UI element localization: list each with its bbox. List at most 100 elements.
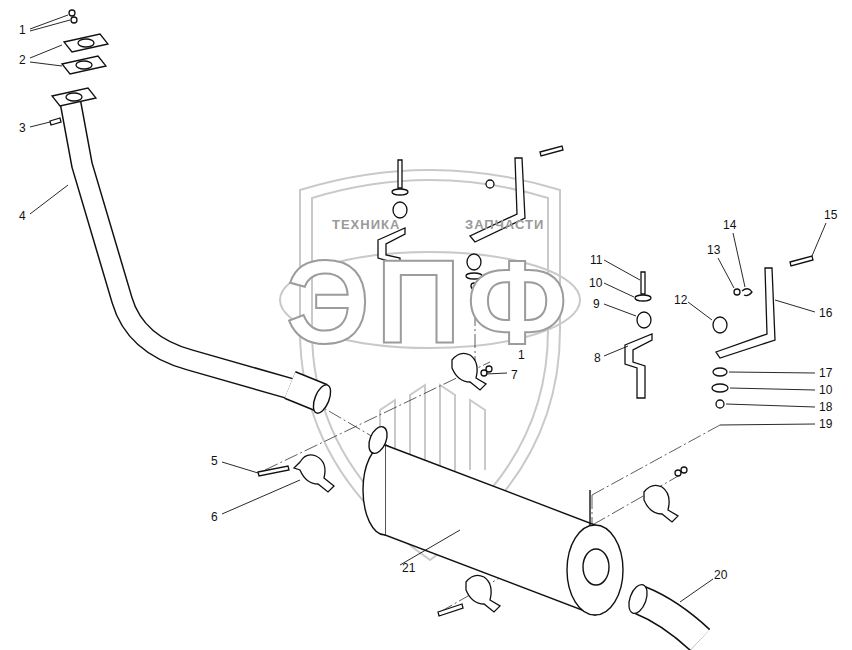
- watermark-logo: ЭПФ: [286, 243, 573, 361]
- flange-gasket: [78, 39, 94, 47]
- mount-bracket: [398, 160, 402, 188]
- muffler: [567, 525, 623, 615]
- callout-number: 7: [511, 369, 518, 381]
- flange-gasket: [50, 118, 61, 125]
- mount-bracket: [540, 146, 563, 156]
- callout-number: 1: [19, 24, 26, 36]
- leader-line: [733, 233, 745, 287]
- leader-line: [486, 373, 507, 374]
- mount-bracket: [716, 268, 775, 358]
- mount-bracket: [716, 400, 724, 408]
- callout-number: 16: [819, 307, 832, 319]
- tailpipe: [625, 582, 650, 616]
- muffler: [589, 490, 590, 525]
- mount-bracket: [625, 256, 813, 408]
- callout-number: 4: [19, 210, 26, 222]
- mount-bracket: [625, 334, 652, 398]
- mount-bracket: [712, 384, 728, 392]
- muffler: [385, 445, 595, 615]
- pipe-clamp: [481, 370, 487, 376]
- flange-gasket: [66, 93, 82, 101]
- leader-line: [688, 302, 712, 320]
- pipe-clamp: [644, 485, 678, 522]
- leader-line: [30, 45, 62, 58]
- tailpipe: [640, 600, 700, 640]
- leader-line: [400, 530, 460, 565]
- mount-bracket: [790, 256, 813, 266]
- leader-line: [812, 223, 826, 256]
- leader-line: [730, 388, 815, 390]
- muffler: [363, 445, 385, 535]
- pipe-clamp: [681, 467, 687, 473]
- pipe-clamp: [466, 575, 500, 612]
- exhaust-pipe: [70, 100, 295, 390]
- mount-bracket: [713, 317, 727, 333]
- leader-line: [729, 372, 815, 373]
- pipe-clamp: [258, 353, 687, 616]
- mount-bracket: [486, 180, 494, 188]
- mount-bracket: [635, 295, 651, 301]
- leader-line: [775, 300, 815, 312]
- callout-number: 11: [590, 254, 602, 266]
- muffler: [365, 424, 390, 456]
- callout-number: 18: [819, 401, 832, 413]
- exhaust-pipe: [70, 100, 295, 390]
- flange-gasket: [69, 10, 75, 16]
- callout-number: 9: [593, 298, 600, 310]
- callout-number: 6: [211, 511, 218, 523]
- muffler: [363, 424, 623, 615]
- flange-gasket: [76, 61, 92, 69]
- leader-line: [604, 260, 640, 280]
- leader-line: [680, 579, 713, 602]
- leader-line: [222, 462, 258, 473]
- centre-line: [592, 425, 720, 495]
- callout-number: 15: [824, 209, 837, 221]
- watermark-text: ТЕХНИКА: [332, 218, 400, 231]
- leader-line: [718, 258, 734, 288]
- tailpipe: [640, 600, 700, 640]
- callout-number: 10: [819, 384, 832, 396]
- mount-bracket: [393, 202, 407, 218]
- callout-number: 14: [723, 219, 736, 231]
- flange-gasket: [64, 34, 108, 52]
- leader-line: [604, 304, 636, 316]
- leader-line: [726, 404, 815, 407]
- leader-line: [30, 185, 68, 214]
- callout-number: 3: [19, 122, 26, 134]
- mount-bracket: [392, 189, 408, 195]
- exhaust-pipe: [310, 382, 334, 415]
- pipe-clamp: [438, 604, 463, 616]
- callout-number: 10: [589, 277, 602, 289]
- leader-line: [604, 283, 634, 297]
- flange-gasket: [50, 10, 108, 125]
- flange-gasket: [62, 56, 106, 74]
- callout-number: 13: [707, 244, 720, 256]
- mount-bracket: [734, 289, 740, 295]
- flange-gasket: [52, 88, 96, 106]
- callout-number: 5: [211, 455, 218, 467]
- pipe-clamp: [294, 455, 334, 492]
- leader-line: [604, 346, 628, 356]
- callout-number: 8: [594, 352, 601, 364]
- flange-gasket: [71, 17, 77, 23]
- mount-bracket: [641, 272, 645, 294]
- leader-line: [720, 424, 815, 425]
- callout-number: 12: [674, 294, 687, 306]
- leader-line: [30, 15, 826, 602]
- mount-bracket: [713, 368, 727, 376]
- pipe-clamp: [675, 470, 681, 476]
- mount-bracket: [742, 289, 752, 296]
- tailpipe: [625, 582, 700, 640]
- leader-line: [30, 20, 70, 31]
- callout-number: 2: [19, 54, 26, 66]
- pipe-clamp: [258, 466, 289, 476]
- leader-line: [30, 122, 50, 127]
- leader-line: [30, 62, 62, 66]
- watermark-text: ЗАПЧАСТИ: [465, 218, 544, 231]
- muffler: [583, 549, 609, 585]
- callout-number: 17: [819, 367, 832, 379]
- callout-number: 20: [714, 569, 727, 581]
- mount-bracket: [637, 312, 651, 328]
- callout-number: 21: [402, 562, 415, 574]
